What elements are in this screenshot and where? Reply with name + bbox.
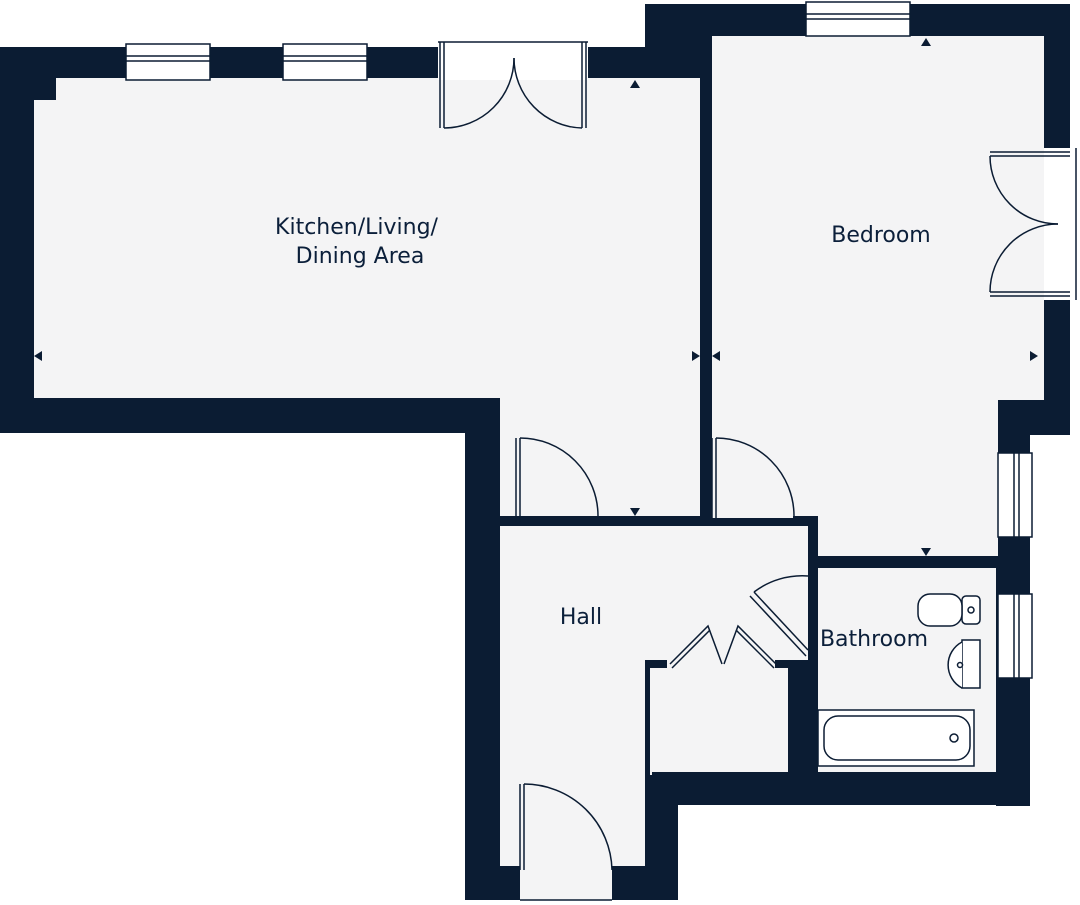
door-bathroom <box>749 575 809 657</box>
floor-entrance <box>520 866 612 900</box>
wall-bedroom-bath <box>808 556 998 568</box>
room-label-kitchen-line2: Dining Area <box>296 244 425 269</box>
room-label-hall: Hall <box>560 605 602 630</box>
arrow-kitchen-left <box>34 351 42 361</box>
window-kitchen-2 <box>282 43 368 81</box>
room-label-bedroom: Bedroom <box>831 223 931 248</box>
floor-bedroom <box>712 36 1070 556</box>
wall-bath-bottom <box>652 772 1030 805</box>
wall-hall-right <box>808 516 818 578</box>
partitions <box>500 78 1030 806</box>
door-cupboard <box>669 624 777 669</box>
washbasin <box>947 639 981 689</box>
arrow-kitchen-bottom <box>630 508 640 516</box>
floor-cupboard <box>652 668 788 772</box>
room-label-hall-line1: Hall <box>560 605 602 630</box>
room-label-bathroom-line1: Bathroom <box>820 627 928 652</box>
arrow-bedroom-left <box>712 351 720 361</box>
arrow-kitchen-top <box>630 80 640 88</box>
wall-cupboard-top <box>645 660 667 668</box>
dimension-markers <box>34 38 1038 556</box>
door-kitchen-hall <box>515 437 599 522</box>
toilet <box>917 593 981 627</box>
floor-kitchen <box>34 78 700 516</box>
wall-kitchen-bedroom <box>700 78 712 524</box>
arrow-bedroom-right <box>1030 351 1038 361</box>
door-bedroom-french <box>989 148 1078 300</box>
room-label-bedroom-line1: Bedroom <box>831 223 931 248</box>
window-bedroom-right <box>997 452 1033 538</box>
door-kitchen-french <box>438 40 588 129</box>
window-bathroom <box>997 593 1033 679</box>
window-bedroom-top <box>805 1 911 37</box>
door-bedroom-hall <box>711 437 795 518</box>
arrow-bedroom-bottom <box>921 548 931 556</box>
arrow-bedroom-top <box>921 38 931 46</box>
door-entrance <box>519 783 613 901</box>
fixtures <box>817 593 981 767</box>
room-label-bathroom: Bathroom <box>820 627 928 652</box>
wall-hall-top-right <box>793 516 815 526</box>
floors <box>34 36 1070 900</box>
window-kitchen-1 <box>125 43 211 81</box>
room-label-kitchen-line1: Kitchen/Living/ <box>275 215 439 240</box>
arrow-kitchen-right <box>692 351 700 361</box>
wall-hall-top-left <box>500 516 518 526</box>
bathtub <box>817 709 975 767</box>
doors <box>438 40 1078 901</box>
wall-hall-top-mid <box>598 516 712 526</box>
room-label-kitchen: Kitchen/Living/ Dining Area <box>275 215 445 269</box>
windows <box>125 1 1033 679</box>
wall-cupboard-right <box>788 660 818 780</box>
